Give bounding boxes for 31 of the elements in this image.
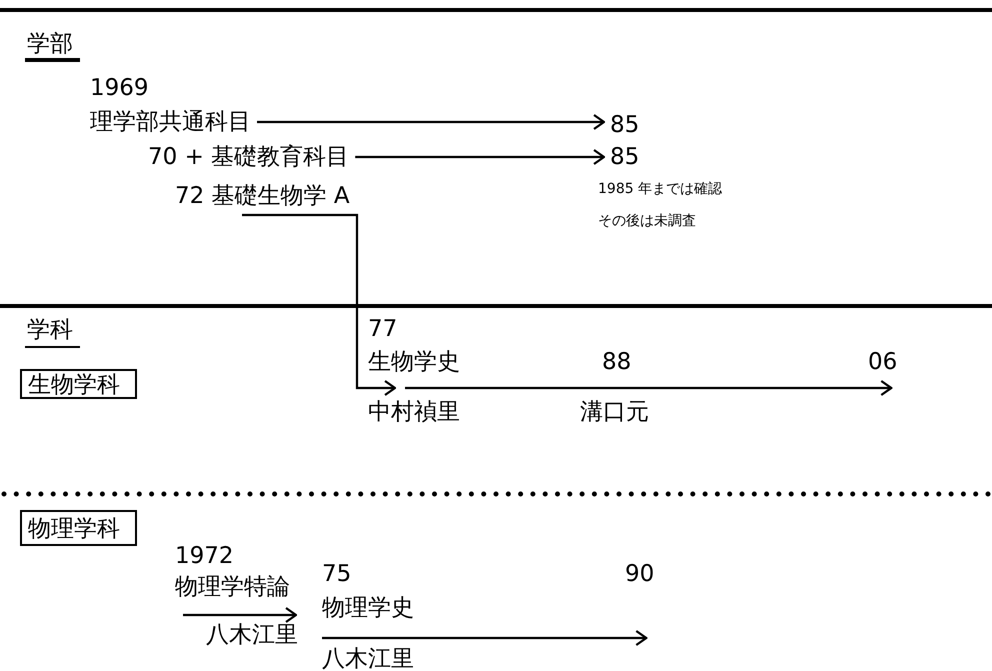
note: 1985 年までは確認: [598, 181, 722, 197]
year-label: 1972: [175, 542, 234, 570]
course-name: 理学部共通科目: [88, 108, 251, 136]
course-name: 物理学史: [300, 594, 414, 638]
section-heading: 学科: [27, 316, 73, 344]
year-label: 85: [608, 143, 640, 171]
arrow: [257, 114, 606, 130]
arrow: [405, 380, 892, 396]
year-label: 75: [322, 560, 352, 588]
arrow: [355, 148, 606, 166]
arrow: [242, 214, 396, 396]
lecturer-name: 八木江里: [322, 645, 414, 671]
department-box: 物理学科: [20, 510, 137, 546]
year-label: 06: [866, 348, 898, 388]
section-heading: 学部: [27, 30, 73, 58]
lecturer-name: 中村禎里: [368, 398, 460, 426]
year-label: 77: [368, 315, 398, 343]
course-name: 物理学特論: [172, 573, 290, 615]
year-label: 1969: [90, 74, 149, 102]
year-label: 90: [620, 560, 654, 638]
year-label: 85: [608, 111, 640, 139]
note: その後は未調査: [598, 213, 696, 229]
course-name: 70 + 基礎教育科目: [146, 143, 350, 171]
course-name: 72 基礎生物学 A: [172, 182, 350, 215]
lecturer-name: 八木江里: [205, 621, 298, 649]
year-label: 88: [602, 348, 632, 376]
course-name: 生物学史: [366, 348, 460, 388]
lecturer-name: 溝口元: [580, 398, 649, 426]
arrow: [322, 630, 648, 646]
department-box: 生物学科: [20, 369, 137, 399]
arrow: [183, 606, 298, 624]
